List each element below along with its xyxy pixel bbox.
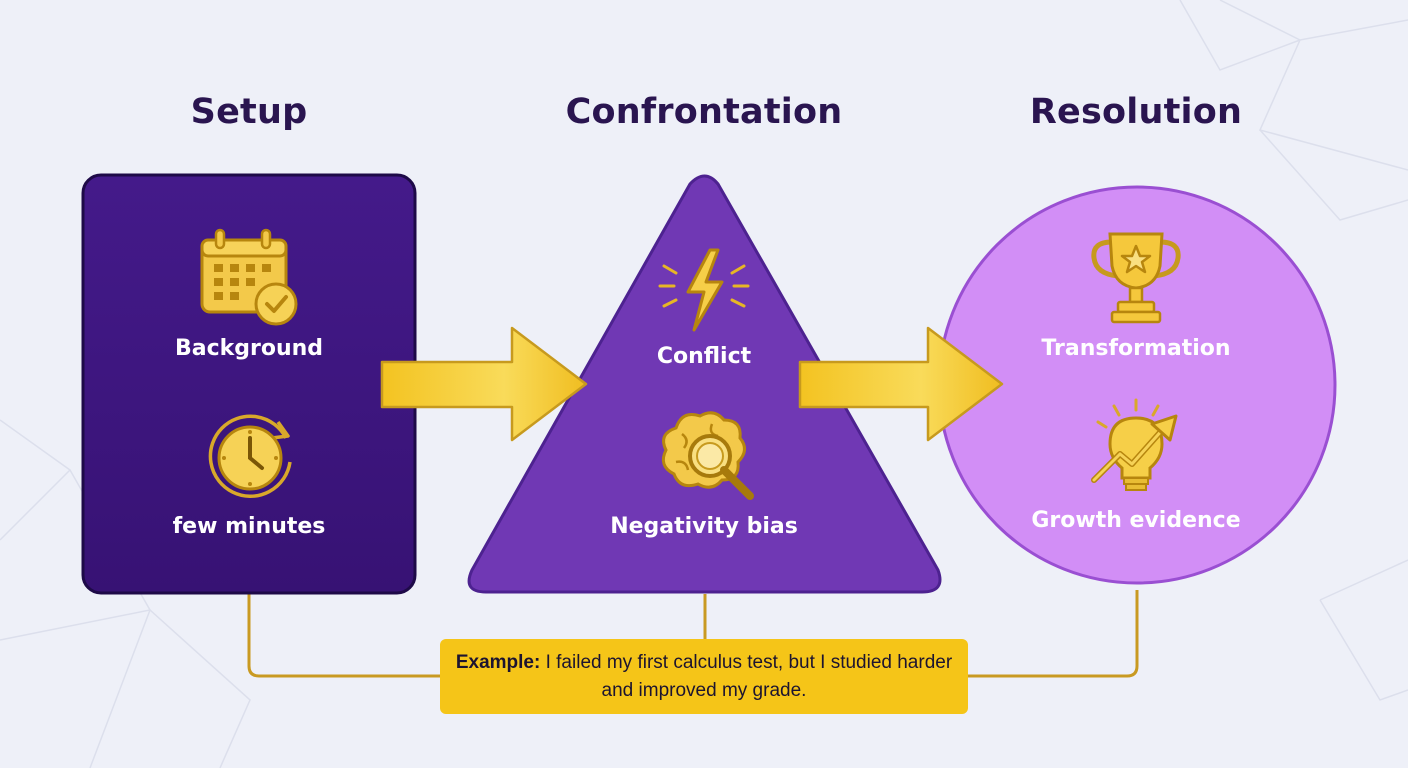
confrontation-triangle <box>467 174 942 594</box>
heading-setup: Setup <box>190 92 308 132</box>
clock-icon <box>208 414 292 499</box>
example-box: Example: I failed my first calculus test… <box>440 639 968 714</box>
connector-lines <box>247 590 1139 678</box>
label-transformation: Transformation <box>1041 336 1231 361</box>
lightbulb-growth-icon <box>1091 398 1178 491</box>
calendar-check-icon <box>200 228 298 326</box>
heading-resolution: Resolution <box>1029 92 1243 132</box>
arrow-confrontation-to-resolution <box>798 326 1004 442</box>
lightning-icon <box>658 248 750 332</box>
heading-confrontation: Confrontation <box>565 92 843 132</box>
label-negativity-bias: Negativity bias <box>610 514 798 539</box>
brain-magnifier-icon <box>661 411 754 500</box>
trophy-icon <box>1091 232 1181 324</box>
arrow-setup-to-confrontation <box>380 326 588 442</box>
label-background: Background <box>174 336 324 361</box>
label-few-minutes: few minutes <box>172 514 326 539</box>
example-text: I failed my first calculus test, but I s… <box>545 652 953 701</box>
label-conflict: Conflict <box>656 344 752 369</box>
label-growth-evidence: Growth evidence <box>1031 508 1241 533</box>
example-label: Example: <box>455 652 541 673</box>
